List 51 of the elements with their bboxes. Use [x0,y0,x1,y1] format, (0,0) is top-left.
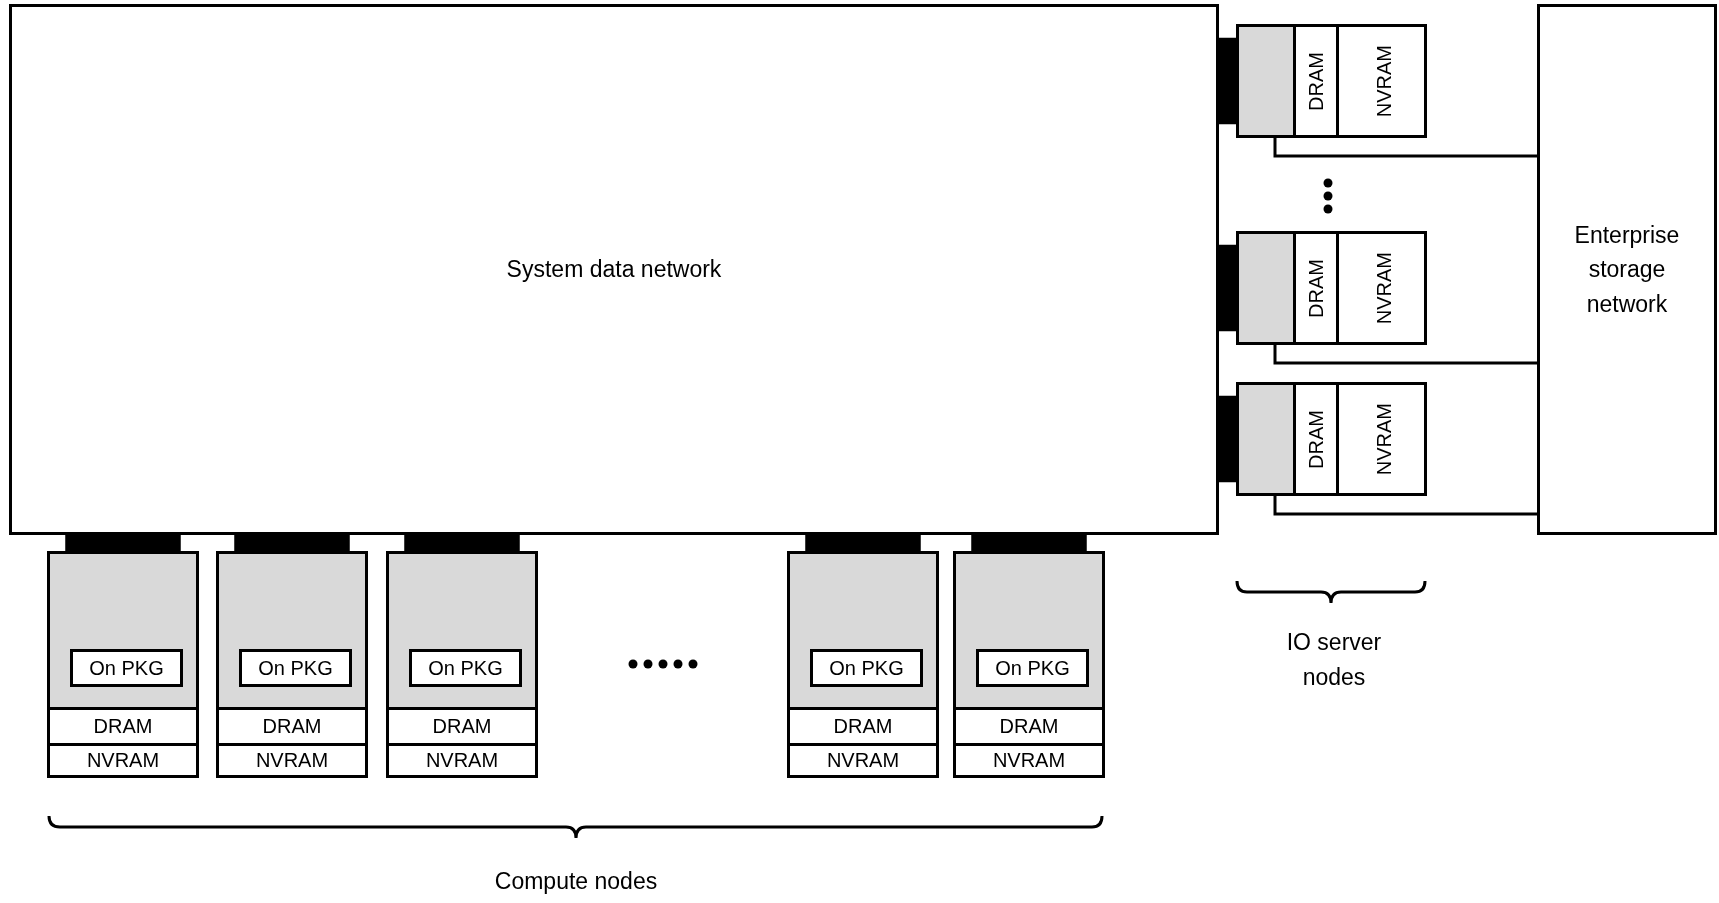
connector-line [1273,138,1537,158]
package-box [810,649,923,687]
package-label: On PKG [89,656,164,680]
package-label: On PKG [428,656,503,680]
compute-node [953,551,1105,778]
package-box [976,649,1089,687]
group-label: IO server nodes [1285,628,1383,692]
server-node [1236,231,1427,345]
server-node [1236,382,1427,496]
connector-line [1273,496,1537,516]
connector-bar [1219,37,1236,125]
server-node [1236,24,1427,138]
memory-label: NVRAM [86,749,160,772]
group-label: Compute nodes [493,867,659,896]
memory-label: DRAM [999,715,1059,738]
memory-label: NVRAM [992,749,1066,772]
memory-label: DRAM [1304,51,1328,111]
memory-label: DRAM [833,715,893,738]
compute-node [386,551,538,778]
memory-label: NVRAM [826,749,900,772]
connector-bar [65,535,181,551]
package-label: On PKG [995,656,1070,680]
memory-label: DRAM [93,715,153,738]
package-label: On PKG [829,656,904,680]
connector-line [1273,345,1537,365]
connector-bar [805,535,921,551]
network-box [9,4,1219,535]
connector-bar [971,535,1087,551]
connector-bar [404,535,520,551]
compute-node [47,551,199,778]
connector-bar [1219,244,1236,332]
memory-label: NVRAM [255,749,329,772]
package-box [409,649,522,687]
package-box [239,649,352,687]
network-label: Enterprise storage network [1573,220,1681,319]
package-label: On PKG [258,656,333,680]
memory-label: NVRAM [1373,44,1396,118]
compute-node [216,551,368,778]
memory-label: DRAM [1304,258,1328,318]
network-box [1537,4,1717,535]
memory-label: NVRAM [1373,402,1396,476]
connector-bar [234,535,350,551]
memory-label: DRAM [1304,409,1328,469]
package-box [70,649,183,687]
connector-bar [1219,395,1236,483]
memory-label: NVRAM [1373,251,1396,325]
network-label: System data network [506,255,722,285]
memory-label: DRAM [262,715,322,738]
memory-label: NVRAM [425,749,499,772]
memory-label: DRAM [432,715,492,738]
compute-node [787,551,939,778]
